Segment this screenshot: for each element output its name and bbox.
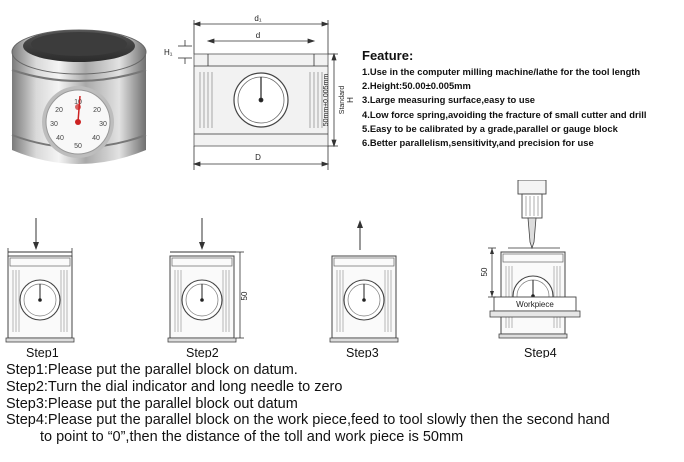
dial-number: 20 — [93, 107, 101, 114]
step-label: Step4 — [524, 346, 557, 358]
step-label: Step3 — [346, 346, 379, 358]
dial-number: 50 — [74, 143, 82, 150]
dim-50-label: 50 — [480, 267, 489, 276]
dial-number: 40 — [92, 135, 100, 142]
feature-item: 3.Large measuring surface,easy to use — [362, 94, 535, 106]
dial-number: 40 — [56, 135, 64, 142]
dim-D-label: D — [255, 153, 261, 162]
dial-number: 30 — [50, 121, 58, 128]
product-photo: 10 20 30 40 50 40 30 20 — [11, 29, 147, 164]
step1-text: Step1:Please put the parallel block on d… — [6, 362, 298, 378]
step2-text: Step2:Turn the dial indicator and long n… — [6, 378, 343, 395]
feature-item: 2.Height:50.00±0.005mm — [362, 80, 471, 92]
feature-title: Feature: — [362, 48, 414, 63]
step-instructions: Step1:Please put the parallel block on d… — [6, 362, 682, 446]
feature-item: 5.Easy to be calibrated by a grade,paral… — [362, 122, 618, 134]
dial-number: 10 — [74, 99, 82, 106]
dim-h-label: H — [346, 97, 355, 103]
standard-label: Standard — [339, 86, 346, 115]
technical-drawing: d₁ d H₁ D 50mm±0.005mm Standard H — [164, 14, 355, 170]
step3-text: Step3:Please put the parallel block out … — [6, 395, 298, 412]
step4-text: Step4:Please put the parallel block on t… — [6, 412, 610, 429]
step-diagrams: 50 Workpiece 50 Step1 Step2 Step3 Step4 — [5, 180, 581, 358]
step2-diagram: 50 — [167, 218, 249, 343]
feature-list: Feature: 1.Use in the computer milling m… — [362, 48, 680, 150]
feature-item: 6.Better parallelism,sensitivity,and pre… — [362, 137, 594, 149]
dim-50-label: 50 — [240, 291, 249, 300]
dim-d-label: d — [256, 31, 260, 40]
dim-h1-label: H₁ — [164, 48, 173, 57]
feature-item: 4.Low force spring,avoiding the fracture… — [362, 108, 647, 120]
workpiece-label: Workpiece — [516, 300, 554, 309]
dial-number: 30 — [99, 121, 107, 128]
step4-text-continued: to point to “0”,then the distance of the… — [40, 429, 464, 446]
step-label: Step1 — [26, 346, 59, 358]
dial-number: 20 — [55, 107, 63, 114]
step4-diagram: Workpiece 50 — [480, 180, 581, 339]
feature-item: 1.Use in the computer milling machine/la… — [362, 66, 641, 77]
height-tolerance-label: 50mm±0.005mm — [323, 74, 330, 127]
step1-diagram — [5, 218, 75, 343]
step3-diagram — [329, 220, 399, 343]
dim-d1-label: d₁ — [254, 14, 261, 23]
step-label: Step2 — [186, 346, 219, 358]
